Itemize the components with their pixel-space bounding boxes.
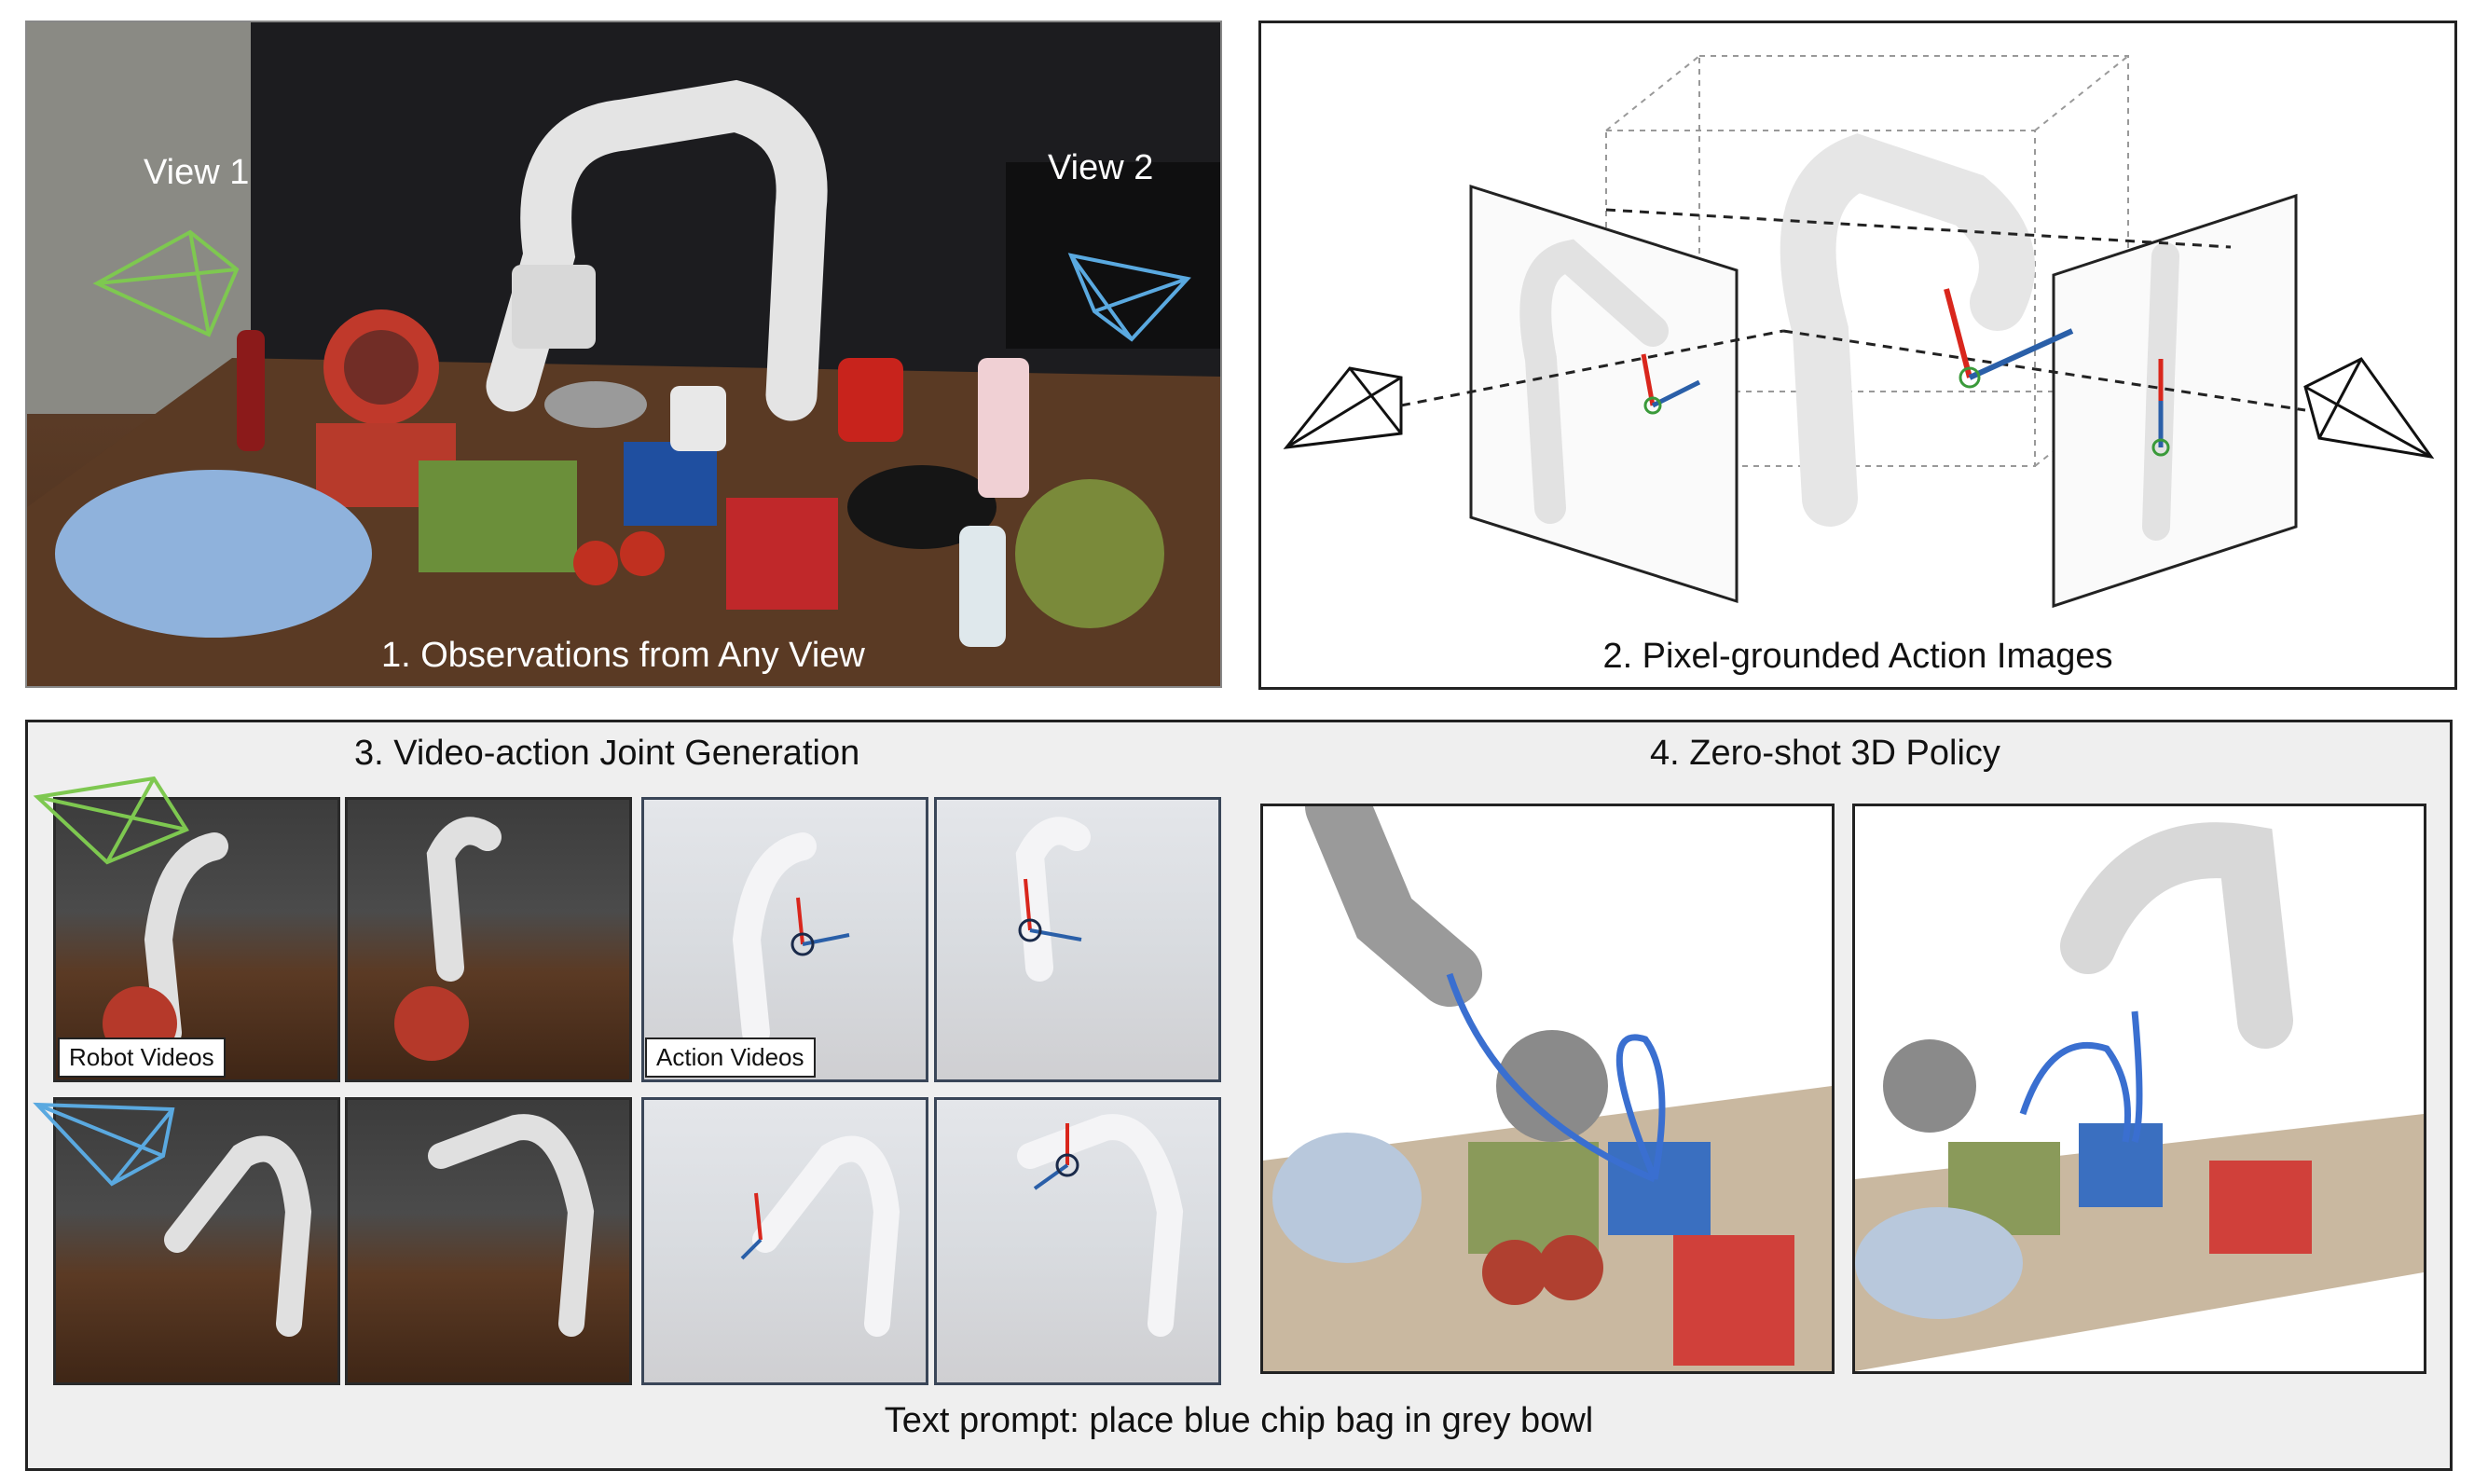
tissue-box [419, 460, 577, 572]
view2-camera-icon-small [33, 1102, 175, 1187]
robot-arm [426, 817, 502, 982]
robot-arm [428, 1114, 595, 1337]
left-camera-icon [1283, 366, 1403, 449]
view1-label: View 1 [144, 153, 250, 192]
red-mug [838, 358, 903, 442]
red-chip-bag [2209, 1161, 2312, 1254]
robot-arm [486, 79, 828, 421]
view1-camera-icon-small [33, 776, 189, 865]
panel1-caption: 1. Observations from Any View [381, 636, 865, 675]
green-circle-left [1643, 396, 1662, 415]
red-arrow-center [1944, 288, 1972, 378]
robot-arm [164, 1135, 312, 1337]
apple [1482, 1240, 1547, 1305]
robot-video-view2-frame1 [53, 1097, 340, 1385]
pink-container [978, 358, 1029, 498]
soccer-ball [1496, 1030, 1608, 1142]
red-arrow [1024, 878, 1032, 931]
blue-arrow-center [1968, 328, 2074, 380]
gripper-circle [1018, 918, 1042, 942]
apple [573, 541, 618, 585]
right-ray [1782, 329, 2306, 412]
white-mug [670, 386, 726, 451]
wall [27, 22, 251, 414]
action-video-view2-frame1 [641, 1097, 928, 1385]
observation-scene [27, 22, 1220, 686]
action-videos-label: Action Videos [645, 1037, 816, 1078]
text-prompt: Text prompt: place blue chip bag in grey… [884, 1401, 1594, 1440]
action-video-view1-frame2 [934, 797, 1221, 1082]
red-arrow [796, 897, 804, 945]
panel3-caption: 3. Video-action Joint Generation [354, 734, 860, 773]
left-ray [1400, 329, 1784, 407]
apple [620, 531, 665, 576]
trajectory [2131, 1010, 2143, 1144]
green-circle-right [2151, 438, 2170, 457]
robot-video-view1-frame2 [345, 797, 632, 1082]
action-images-panel: 2. Pixel-grounded Action Images [1258, 21, 2457, 690]
robot-arm-pointcloud [1305, 806, 1482, 1007]
action-images-diagram [1283, 55, 2435, 609]
panel4-caption: 4. Zero-shot 3D Policy [1650, 734, 2000, 773]
blue-arrow [1029, 928, 1082, 941]
policy-pointcloud-view2 [1852, 804, 2426, 1374]
observation-photo-panel: View 1 View 2 1. Observations from Any V… [25, 21, 1222, 688]
view1-camera-icon [92, 229, 240, 337]
apple [1538, 1235, 1603, 1300]
robot-arm-pointcloud [2060, 822, 2293, 1049]
blue-chip-bag [2079, 1123, 2163, 1207]
black-bowl [847, 465, 996, 549]
view2-camera-icon [1067, 253, 1191, 342]
left-image-plane [1469, 184, 1739, 604]
green-circle-center [1959, 366, 1981, 389]
water-bottle [959, 526, 1006, 647]
plush-toy [1015, 479, 1164, 628]
right-image-plane [2052, 193, 2298, 609]
soccer-ball [394, 986, 469, 1061]
monitor [1006, 162, 1220, 349]
baseline-ray [1605, 208, 2232, 249]
robot-arm [144, 832, 228, 1047]
policy-pointcloud-view1 [1260, 804, 1835, 1374]
blue-arrow [802, 933, 850, 946]
action-video-view1-frame1 [641, 797, 928, 1082]
robot-videos-label: Robot Videos [58, 1037, 226, 1078]
robot-gripper [512, 265, 596, 349]
grey-bowl [544, 381, 647, 428]
blue-plush [1272, 1133, 1422, 1263]
soccer-ball [1883, 1039, 1976, 1133]
robot-video-view2-frame2 [345, 1097, 632, 1385]
red-arrow [754, 1192, 763, 1241]
blue-plush-dragon [55, 470, 372, 638]
robot-3d [1780, 133, 2035, 527]
robot-left-view [1519, 239, 1669, 524]
trajectory [1615, 1034, 1666, 1181]
gripper-circle [790, 932, 815, 956]
blue-arrow [740, 1238, 763, 1260]
red-chip-bag [1673, 1235, 1794, 1366]
action-video-view2-frame2 [934, 1097, 1221, 1385]
view2-label: View 2 [1048, 148, 1154, 187]
cola-bottle [237, 330, 265, 451]
robot-video-view1-frame1 [53, 797, 340, 1082]
trajectory [1446, 972, 1656, 1183]
panel2-caption: 2. Pixel-grounded Action Images [1602, 637, 2113, 676]
gripper-circle [1055, 1153, 1079, 1177]
red-chip-bag [726, 498, 838, 610]
right-camera-icon [2303, 357, 2435, 460]
tissue-box [1468, 1142, 1599, 1254]
blue-chip-bag [624, 442, 717, 526]
blue-plush [1855, 1207, 2023, 1319]
blue-arrow [1033, 1163, 1069, 1190]
trajectory [2019, 1041, 2131, 1143]
